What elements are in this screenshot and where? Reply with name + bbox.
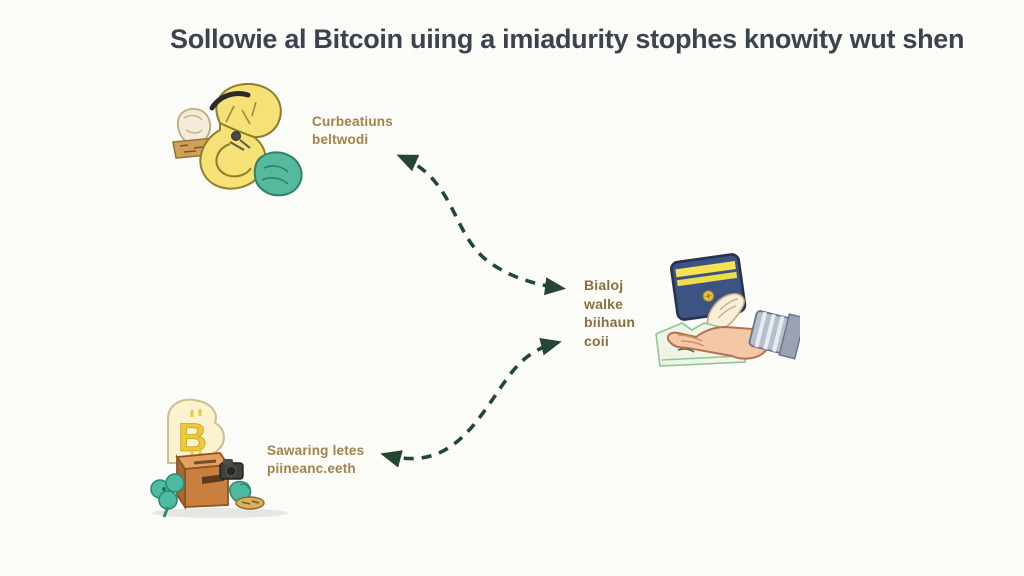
bitcoin-savings-box-icon: B: [150, 398, 288, 518]
label-bottom-left-line2: piineanc.eeth: [267, 461, 356, 476]
arrow-bottom-to-middle: [380, 337, 562, 468]
label-top-left: Curbeatiuns beltwodi: [312, 113, 393, 149]
sleeve-cuff: [748, 310, 800, 360]
label-bottom-left: Sawaring letes piineanc.eeth: [267, 442, 364, 478]
label-middle: Bialoj walke biihaun coii: [584, 276, 635, 350]
label-middle-line3: biihaun: [584, 314, 636, 330]
arrow-top-to-middle: [396, 154, 566, 296]
label-middle-line4: coii: [584, 332, 609, 349]
wallet-and-hand-icon: [655, 253, 800, 367]
coin-pile-money-pouch-icon: [172, 82, 303, 197]
label-top-left-line1: Curbeatiuns: [312, 114, 393, 129]
label-middle-line2: walke: [584, 295, 624, 312]
label-bottom-left-line1: Sawaring letes: [267, 443, 365, 458]
diagram-title: Sollowie al Bitcoin uiing a imiadurity s…: [170, 24, 965, 54]
label-middle-line1: Bialoj: [584, 277, 624, 293]
label-top-left-line2: beltwodi: [312, 132, 369, 147]
